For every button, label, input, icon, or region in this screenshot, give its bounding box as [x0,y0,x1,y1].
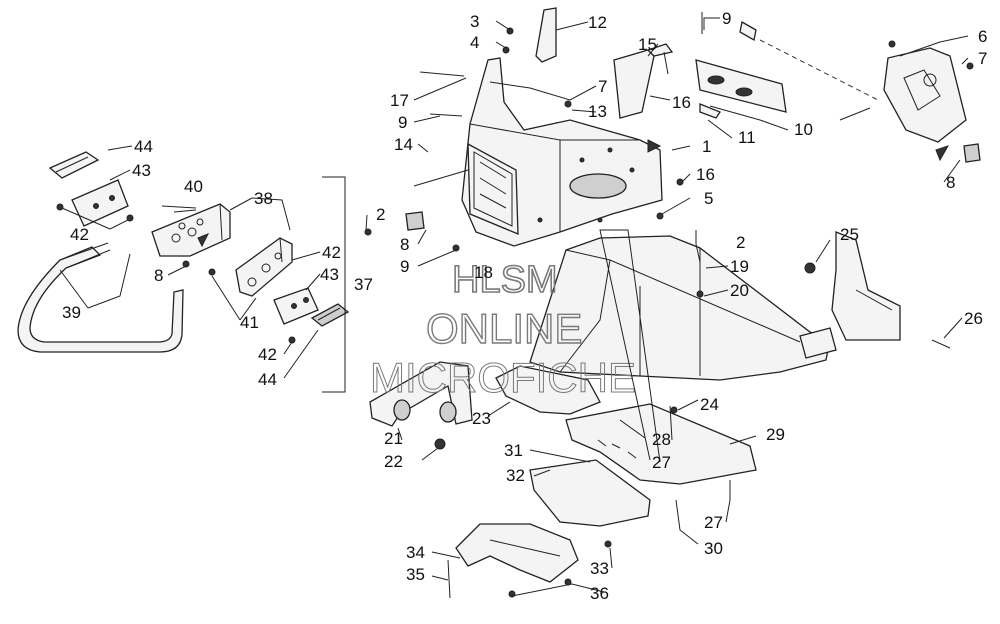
callout-2: 2 [736,233,745,252]
callout-11: 11 [738,128,756,147]
callout-21: 21 [384,429,403,448]
fastener-parts [56,12,974,599]
callout-32: 32 [506,466,525,485]
callout-7: 7 [978,49,987,68]
callout-14: 14 [394,135,413,154]
callout-17: 17 [390,91,409,110]
callout-39: 39 [62,303,81,322]
callout-19: 19 [730,257,749,276]
callout-3: 3 [470,12,479,31]
callout-42: 42 [322,243,341,262]
callout-31: 31 [504,441,523,460]
bushing-left-part [405,211,425,231]
reflector-top-part [48,151,100,179]
callout-24: 24 [700,395,719,414]
callout-23: 23 [472,409,491,428]
lower-frame-part [529,235,837,381]
callout-30: 30 [704,539,723,558]
right-bracket-part [883,47,967,162]
center-bracket-part [495,365,601,415]
rear-bracket-part [831,231,901,341]
callout-16: 16 [672,93,691,112]
bumper-bracket-right-part [235,237,293,297]
callout-33: 33 [590,559,609,578]
callout-10: 10 [794,120,813,139]
skid-plate-front-part [565,403,757,485]
callout-29: 29 [766,425,785,444]
callout-28: 28 [652,430,671,449]
callout-27: 27 [704,513,723,532]
callout-43: 43 [320,265,339,284]
callout-35: 35 [406,565,425,584]
svg-text:MICROFICHE: MICROFICHE [370,354,636,401]
callout-8: 8 [400,235,409,254]
lower-arm-part [369,361,473,427]
callout-44: 44 [134,137,153,156]
callout-36: 36 [590,584,609,603]
callout-40: 40 [184,177,203,196]
callout-16: 16 [696,165,715,184]
mount-plate-top-part [71,179,129,227]
callout-44: 44 [258,370,277,389]
bumper-part [17,242,184,353]
callout-13: 13 [588,102,607,121]
callout-42: 42 [70,225,89,244]
svg-text:ONLINE: ONLINE [426,305,582,352]
front-frame-housing-part [461,57,663,247]
mount-plate-lower-part [273,287,319,325]
leader-lines [59,17,969,597]
callout-34: 34 [406,543,425,562]
callout-15: 15 [638,35,657,54]
bumper-bracket-left-part [151,203,231,257]
callout-6: 6 [978,27,987,46]
callout-2: 2 [376,205,385,224]
callout-43: 43 [132,161,151,180]
callout-1: 1 [702,137,711,156]
callout-25: 25 [840,225,859,244]
callout-labels: 3 4 12 15 16 9 6 7 8 10 11 7 13 17 9 14 … [62,9,987,603]
callout-37: 37 [354,275,373,294]
callout-26: 26 [964,309,983,328]
callout-8: 8 [946,173,955,192]
watermark: HLSM ONLINE MICROFICHE [370,258,637,401]
callout-9: 9 [400,257,409,276]
callout-27: 27 [652,453,671,472]
svg-text:HLSM: HLSM [452,259,558,301]
callout-5: 5 [704,189,713,208]
callout-42: 42 [258,345,277,364]
control-module-part [613,43,674,119]
callout-4: 4 [470,33,479,52]
bushing-right-part [963,143,981,163]
callout-9: 9 [398,113,407,132]
group-bracket-37 [322,176,346,393]
callout-22: 22 [384,452,403,471]
steering-bracket-part [535,7,557,63]
callout-9: 9 [722,9,731,28]
reflector-lower-part [310,303,350,327]
tray-part [695,59,787,119]
callout-8: 8 [154,266,163,285]
callout-12: 12 [588,13,607,32]
skid-plate-middle-part [529,459,651,527]
callout-18: 18 [474,263,493,282]
callout-7: 7 [598,77,607,96]
callout-20: 20 [730,281,749,300]
callout-41: 41 [240,313,259,332]
callout-38: 38 [254,189,273,208]
skid-plate-rear-part [455,523,579,583]
